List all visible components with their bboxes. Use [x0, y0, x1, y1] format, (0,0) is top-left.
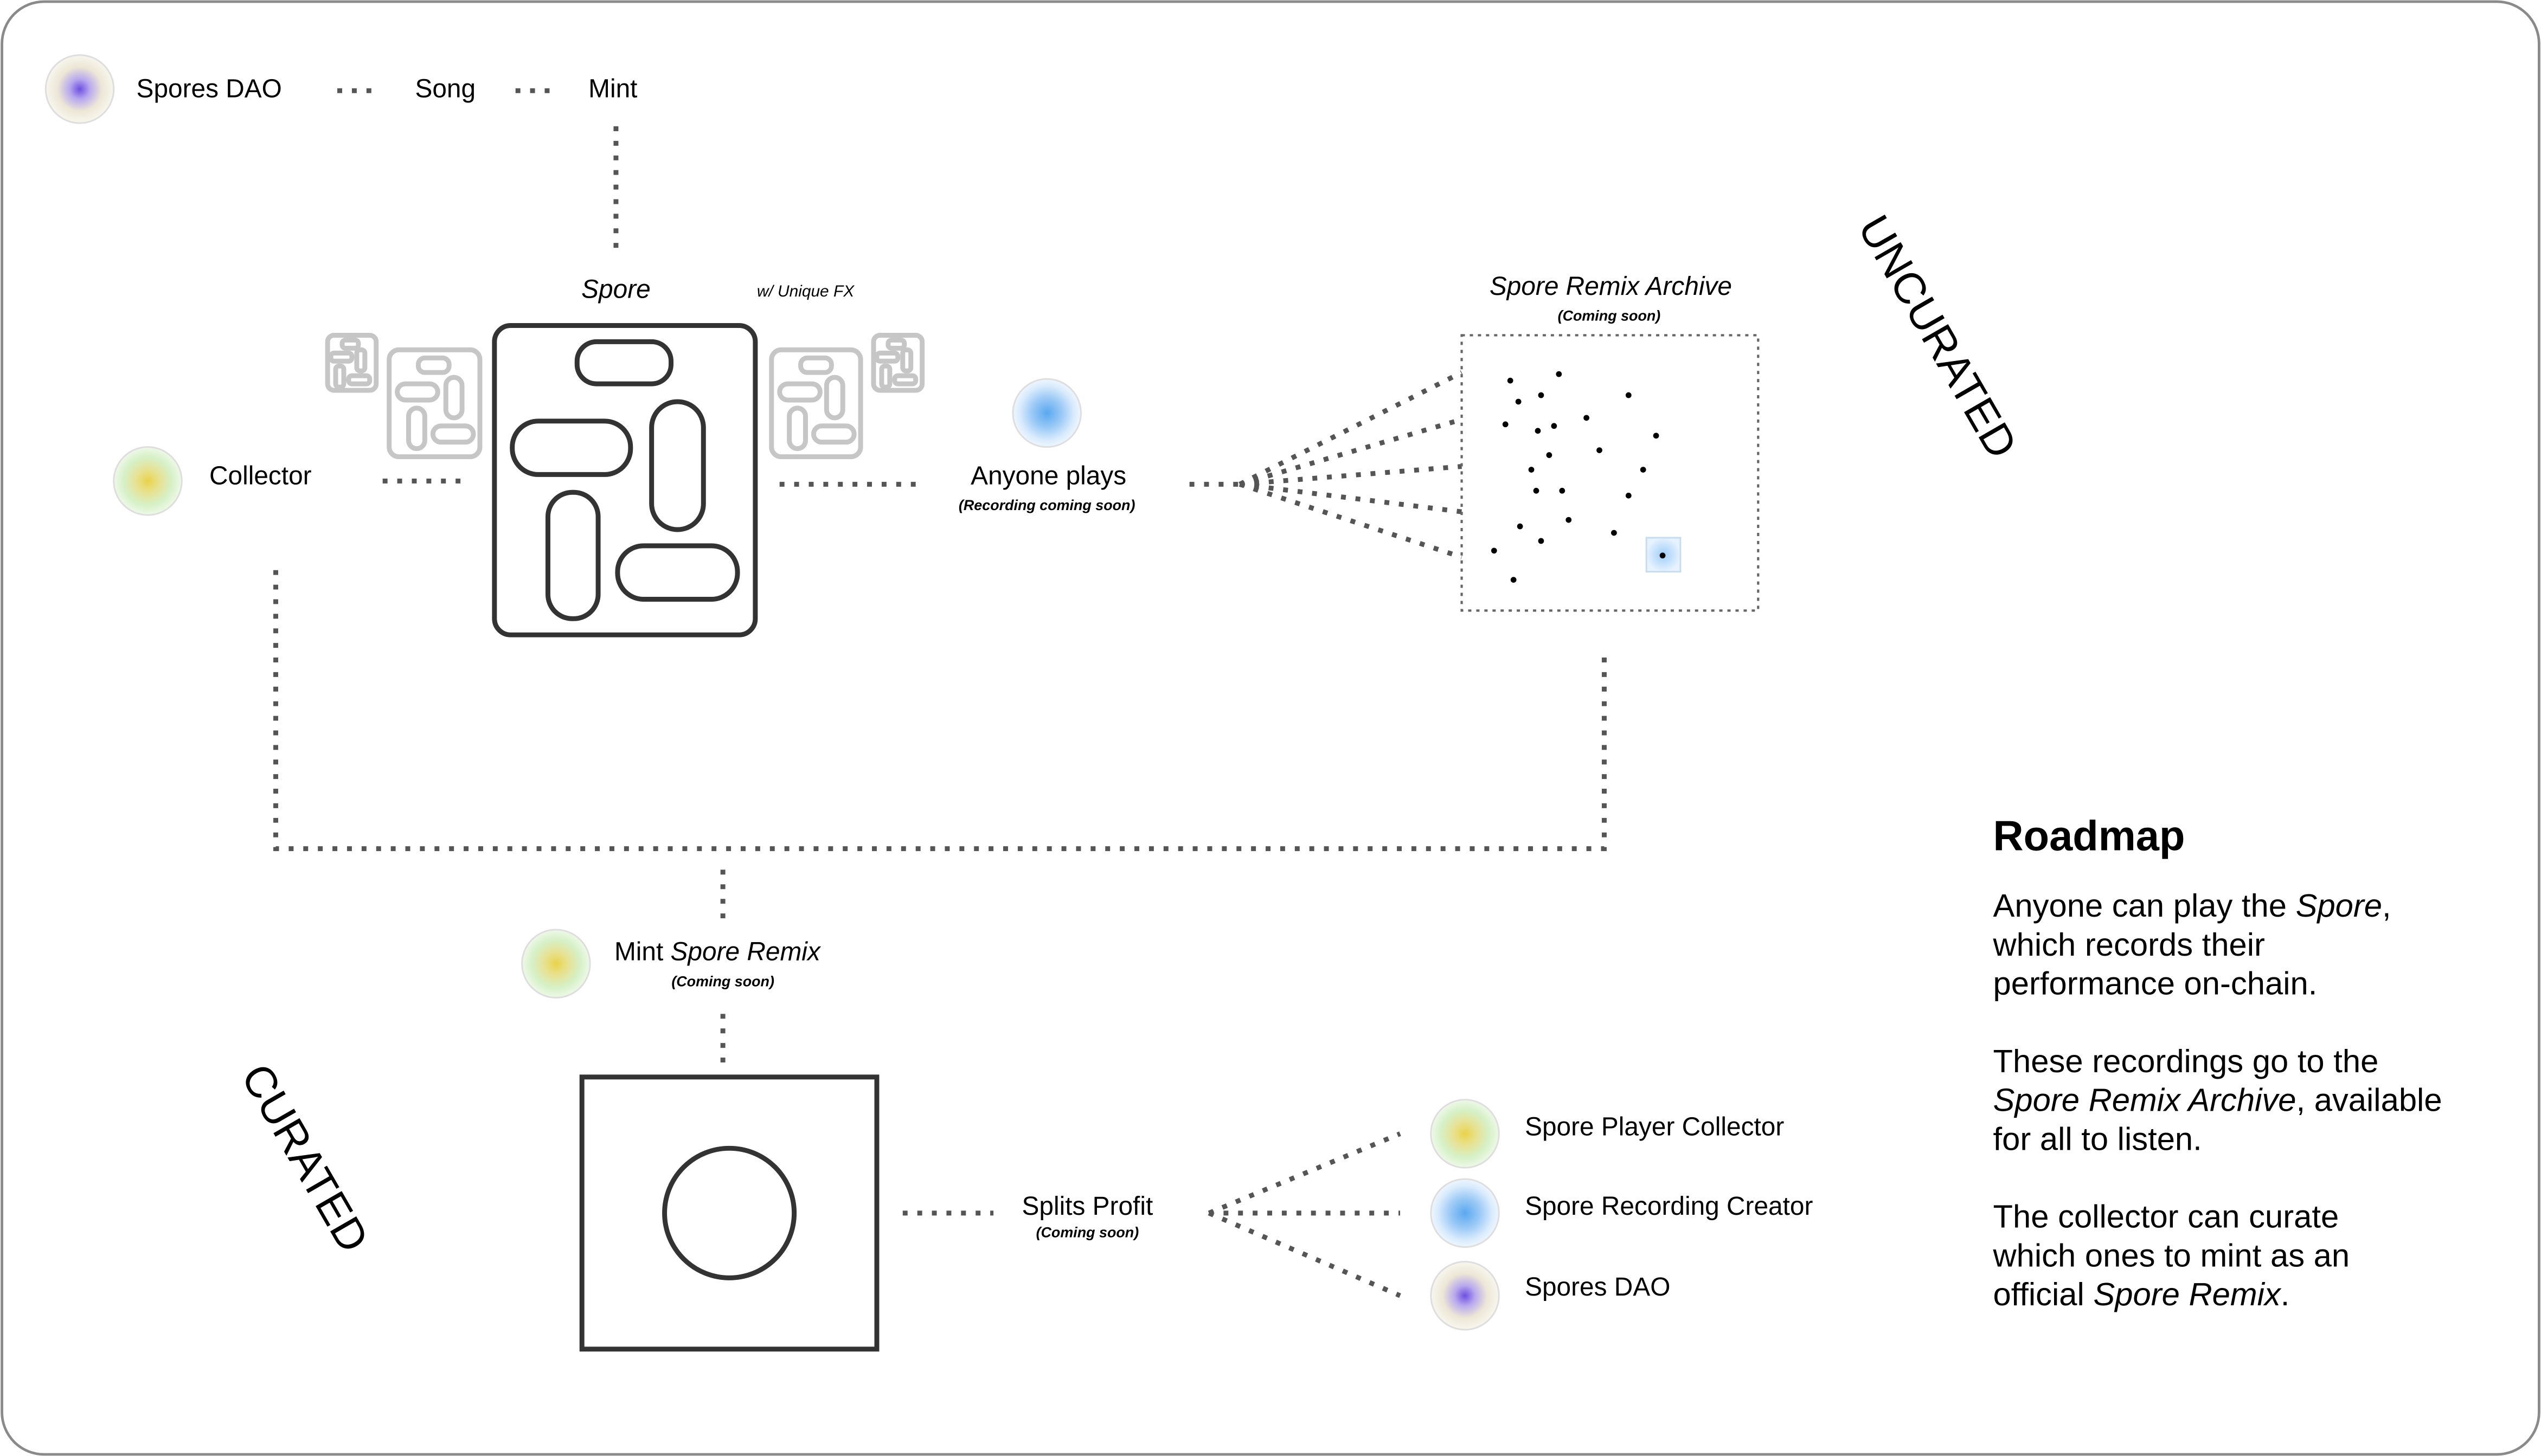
archive-recording-dot	[1565, 517, 1572, 523]
roadmap-paragraph-3-line-1: The collector can curate	[1993, 1199, 2339, 1235]
archive-note: (Coming soon)	[1558, 308, 1661, 324]
archive-recording-dot	[1507, 377, 1513, 384]
archive-recording-dot	[1538, 538, 1544, 544]
roadmap-paragraph-3-line-2: which ones to mint as an	[1993, 1237, 2350, 1273]
archive-recording-dot	[1640, 467, 1646, 473]
roadmap-paragraph-2-line-3: for all to listen.	[1993, 1120, 2202, 1157]
roadmap-paragraph-2-line-1: These recordings go to the	[1993, 1043, 2379, 1079]
archive-recording-dot	[1528, 467, 1535, 473]
mint-remix-avatar	[521, 929, 591, 998]
mint-remix-label: Mint Spore Remix	[614, 938, 822, 967]
recipient-spores-dao-label: Spores DAO	[1525, 1273, 1670, 1302]
archive-recording-dot	[1625, 392, 1632, 398]
archive-recording-dot	[1502, 421, 1509, 428]
mint-remix-note: (Coming soon)	[671, 974, 774, 990]
spore-variant-ghost-left-large	[387, 347, 483, 460]
archive-recording-dot	[1556, 371, 1562, 377]
roadmap-panel: Roadmap Anyone can play the Spore, which…	[1993, 813, 2442, 1313]
recipient-recording-creator-avatar	[1430, 1178, 1500, 1248]
splits-profit-note: (Coming soon)	[1036, 1225, 1139, 1241]
roadmap-paragraph-2-line-2: Spore Remix Archive, available	[1993, 1082, 2442, 1118]
archive-recording-dot	[1559, 487, 1565, 494]
splits-profit-label: Splits Profit	[1022, 1192, 1153, 1221]
archive-recording-dot	[1551, 423, 1557, 429]
remix-archive-box	[1460, 334, 1760, 612]
player-avatar	[1012, 378, 1082, 448]
connectors	[273, 88, 1607, 1298]
anyone-plays-label: Anyone plays	[971, 461, 1126, 490]
roadmap-paragraph-1-line-2: which records their	[1993, 926, 2265, 963]
archive-title: Spore Remix Archive	[1490, 272, 1732, 301]
spore-variant-ghost-right-large	[769, 347, 863, 460]
roadmap-paragraph-3-line-3: official Spore Remix.	[1993, 1276, 2290, 1312]
roadmap-title: Roadmap	[1993, 813, 2185, 860]
archive-recording-dot	[1611, 530, 1617, 536]
unique-fx-note: w/ Unique FX	[757, 282, 855, 300]
collector-label: Collector	[209, 461, 312, 490]
archive-recording-dot	[1517, 523, 1523, 530]
archive-recording-dot	[1533, 487, 1539, 494]
archive-recording-dot	[1515, 398, 1522, 405]
archive-recording-dot	[1653, 433, 1659, 439]
archive-recording-dot	[1538, 392, 1544, 398]
spore-variant-ghost-left-small	[325, 332, 379, 393]
mint-label: Mint	[588, 74, 637, 103]
archive-recording-dot	[1535, 428, 1541, 434]
spore-device	[492, 323, 758, 637]
spore-title: Spore	[581, 275, 651, 304]
spore-variant-ghost-right-small	[871, 332, 925, 393]
spores-dao-avatar	[44, 54, 115, 124]
collector-avatar	[113, 446, 183, 516]
recipient-spores-dao-avatar	[1430, 1260, 1500, 1331]
recipient-player-collector-label: Spore Player Collector	[1525, 1112, 1784, 1141]
roadmap-paragraph-1-line-1: Anyone can play the Spore,	[1993, 887, 2391, 924]
archive-recording-dot	[1583, 415, 1589, 421]
spore-remix-record	[579, 1074, 880, 1352]
archive-recording-dot	[1491, 547, 1497, 554]
archive-recording-dot	[1659, 552, 1666, 559]
archive-recording-dot	[1546, 452, 1552, 458]
song-label: Song	[415, 74, 476, 103]
anyone-plays-note: (Recording coming soon)	[959, 497, 1135, 513]
spores-dao-label: Spores DAO	[137, 74, 282, 103]
archive-recording-dot	[1625, 492, 1632, 499]
archive-recording-dot	[1596, 447, 1602, 453]
roadmap-paragraph-1-line-3: performance on-chain.	[1993, 965, 2318, 1001]
recipient-player-collector-avatar	[1430, 1099, 1500, 1169]
recipient-recording-creator-label: Spore Recording Creator	[1525, 1192, 1813, 1221]
archive-recording-dot	[1510, 577, 1517, 583]
